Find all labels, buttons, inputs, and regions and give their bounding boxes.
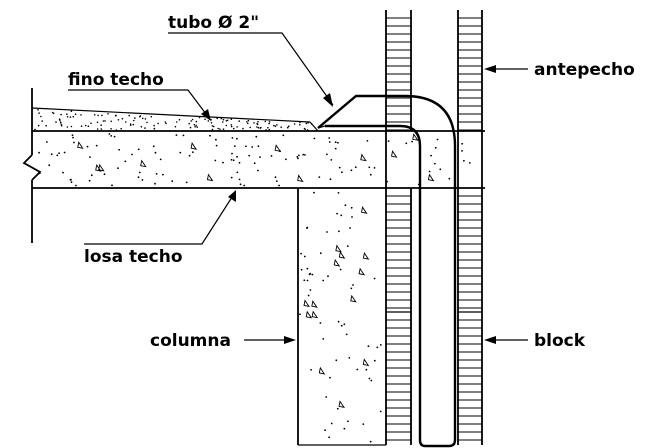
label-block: block bbox=[534, 331, 586, 351]
label-antepecho: antepecho bbox=[534, 60, 635, 80]
label-tubo: tubo Ø 2" bbox=[168, 13, 259, 33]
label-fino-techo: fino techo bbox=[68, 70, 164, 90]
roof-screed bbox=[31, 107, 319, 132]
label-losa-techo: losa techo bbox=[84, 247, 183, 267]
block-wall bbox=[386, 131, 483, 445]
roof-slab bbox=[32, 130, 485, 189]
break-line bbox=[22, 88, 42, 243]
label-columna: columna bbox=[150, 331, 231, 351]
leader-lines bbox=[68, 32, 528, 344]
parapet-wall bbox=[385, 10, 483, 131]
drain-pipe bbox=[317, 94, 457, 448]
column bbox=[297, 131, 387, 446]
